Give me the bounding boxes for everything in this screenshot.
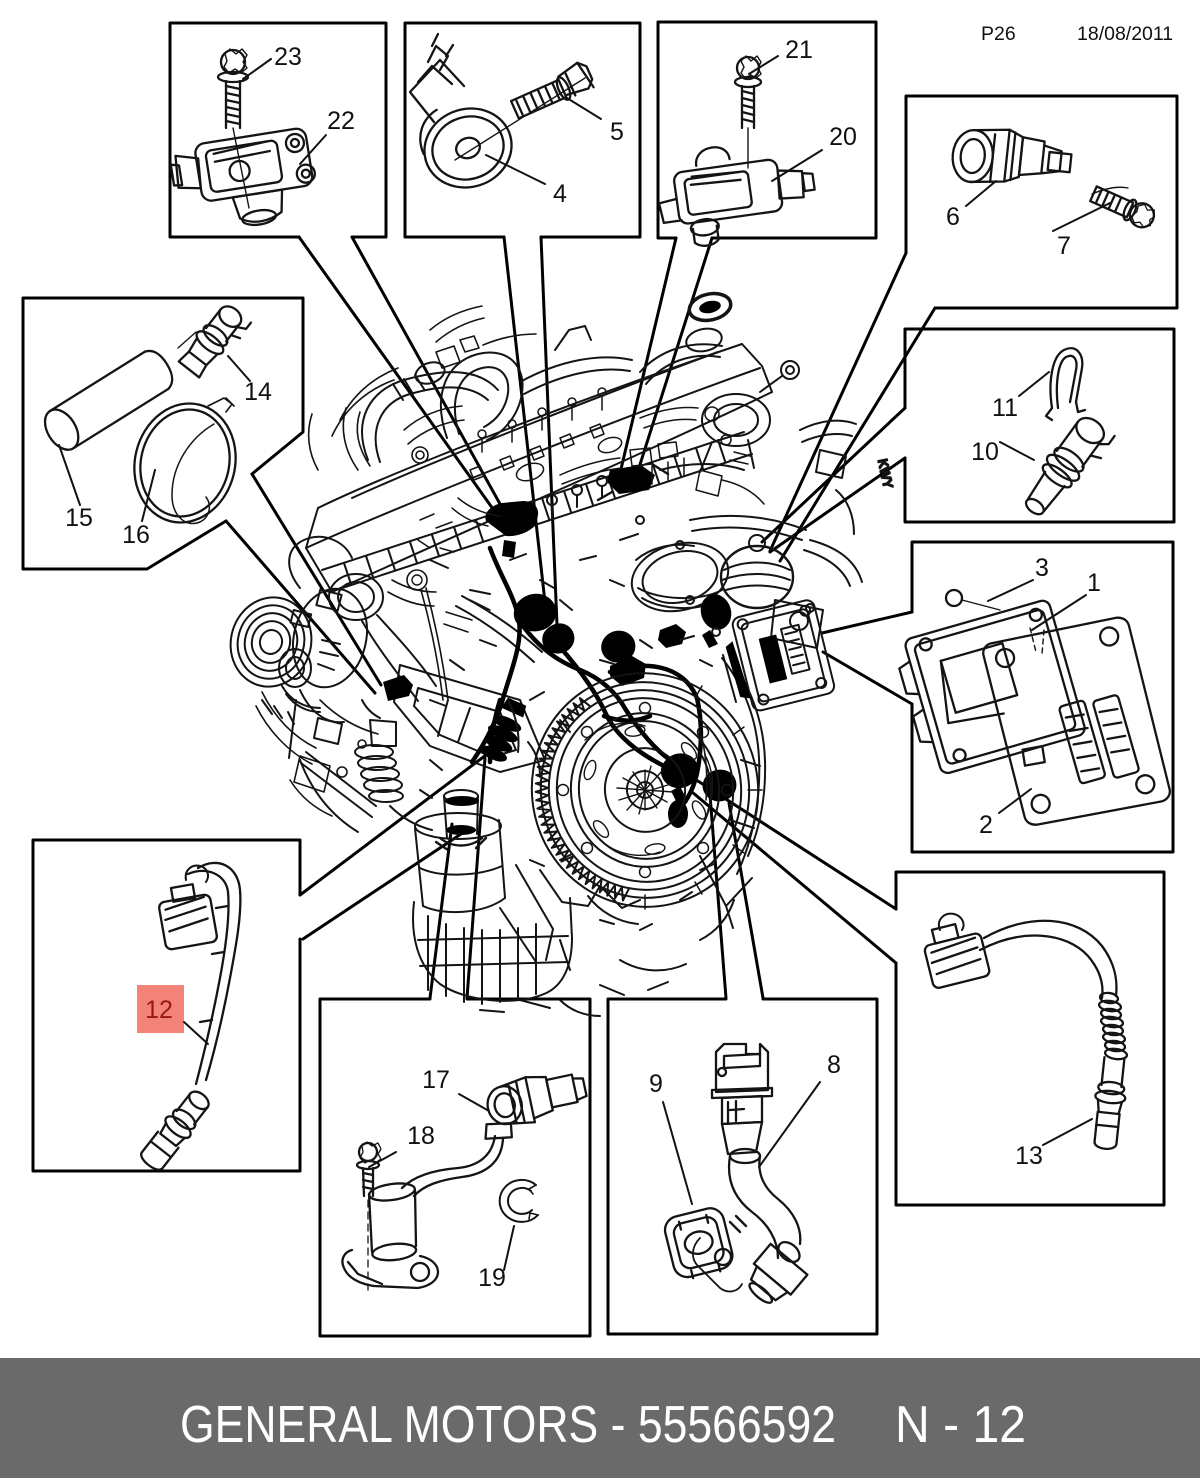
- svg-text:3: 3: [1035, 554, 1049, 582]
- svg-text:1: 1: [1087, 569, 1101, 597]
- svg-text:P26: P26: [981, 23, 1016, 45]
- svg-text:19: 19: [478, 1264, 506, 1292]
- svg-text:10: 10: [971, 438, 999, 466]
- svg-text:15: 15: [65, 504, 93, 532]
- svg-text:21: 21: [785, 36, 813, 64]
- svg-text:20: 20: [829, 123, 857, 151]
- svg-text:13: 13: [1015, 1142, 1043, 1170]
- svg-text:N - 12: N - 12: [895, 1396, 1026, 1454]
- svg-text:8: 8: [827, 1051, 841, 1079]
- svg-text:7: 7: [1057, 232, 1071, 260]
- svg-text:9: 9: [649, 1070, 663, 1098]
- svg-text:18/08/2011: 18/08/2011: [1077, 23, 1173, 45]
- svg-text:17: 17: [422, 1066, 450, 1094]
- svg-text:4: 4: [553, 180, 567, 208]
- svg-text:18: 18: [407, 1122, 435, 1150]
- svg-text:KWY: KWY: [875, 458, 896, 490]
- svg-text:11: 11: [992, 394, 1018, 422]
- svg-text:16: 16: [122, 521, 150, 549]
- svg-text:23: 23: [274, 43, 302, 71]
- svg-text:2: 2: [979, 811, 993, 839]
- svg-text:12: 12: [145, 996, 173, 1024]
- svg-text:22: 22: [327, 107, 355, 135]
- svg-text:6: 6: [946, 203, 960, 231]
- svg-text:GENERAL MOTORS - 55566592: GENERAL MOTORS - 55566592: [180, 1396, 836, 1454]
- svg-text:14: 14: [244, 378, 272, 406]
- svg-text:5: 5: [610, 118, 624, 146]
